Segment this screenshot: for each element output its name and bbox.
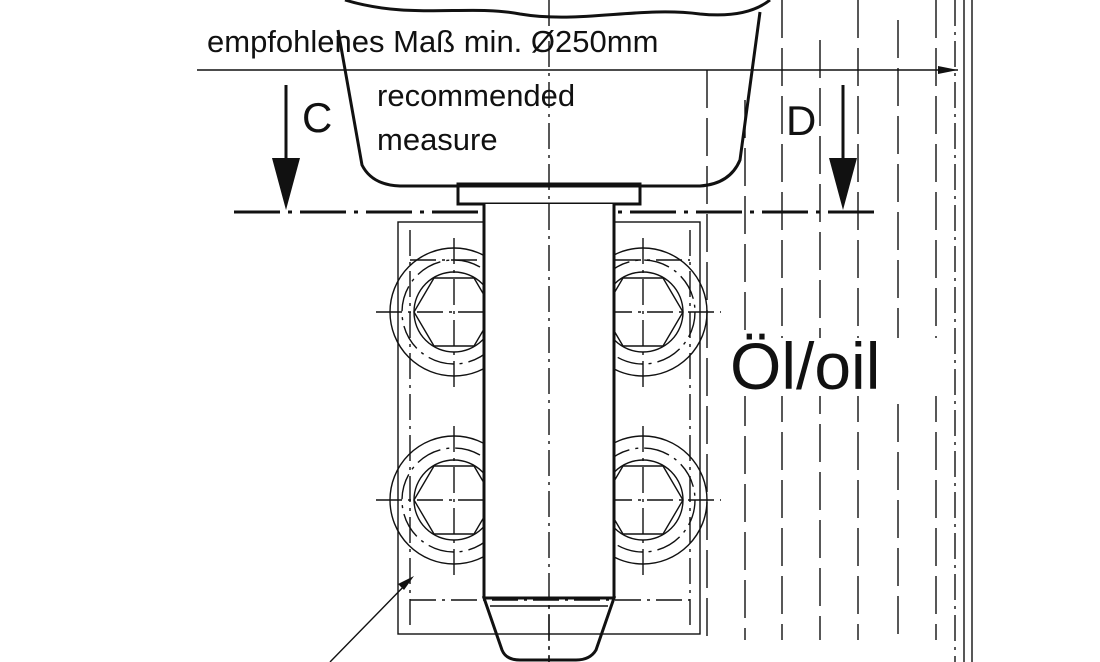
leader-line	[329, 576, 414, 662]
label-recommended-de: empfohlenes Maß min. Ø250mm	[207, 24, 658, 59]
label-medium-oil: Öl/oil	[730, 329, 880, 403]
shaft	[481, 204, 617, 662]
dimension-line	[197, 66, 958, 74]
label-recommended-en-line1: recommended	[377, 78, 575, 113]
label-section-d: D	[786, 97, 816, 144]
oil-fill-hatching	[706, 0, 937, 640]
tank-wall	[954, 0, 973, 662]
section-line-cd	[234, 85, 882, 214]
label-recommended-en-line2: measure	[377, 122, 498, 157]
label-section-c: C	[302, 94, 332, 141]
